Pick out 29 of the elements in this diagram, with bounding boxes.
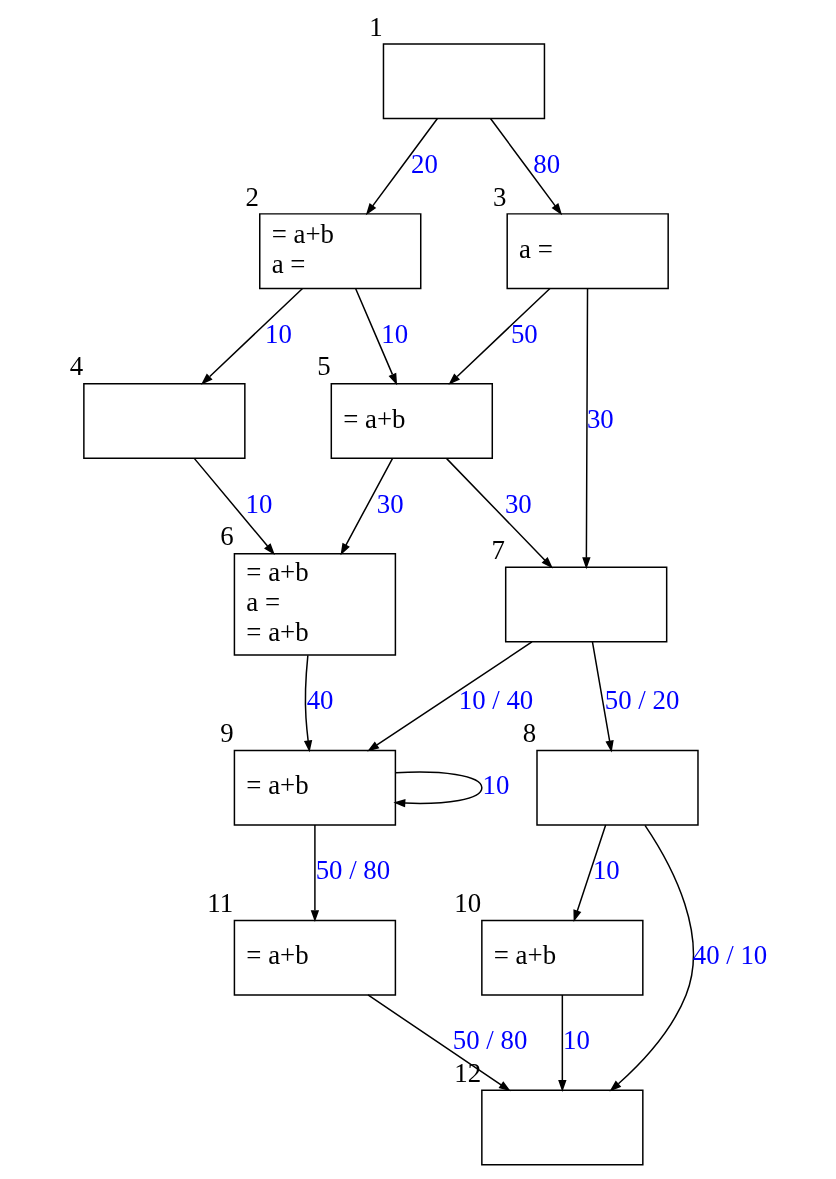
node-label: 8	[522, 718, 536, 749]
edge-label: 10 / 40	[458, 685, 533, 716]
edge-label: 20	[410, 148, 438, 179]
edge-label: 10	[482, 770, 509, 801]
node-label: 12	[453, 1057, 481, 1088]
edge-label: 10	[245, 488, 272, 519]
edge-label: 50 / 80	[452, 1025, 527, 1056]
node-label: 3	[492, 181, 506, 212]
node-label: 7	[491, 534, 505, 565]
node-label: 2	[245, 181, 259, 212]
edge-label: 50 / 80	[315, 855, 390, 886]
node-label: 10	[453, 888, 481, 919]
node-label: 5	[316, 351, 331, 382]
node-label: 6	[219, 521, 234, 552]
edge-label: 80	[532, 148, 560, 179]
edge-label: 10	[562, 1025, 590, 1056]
edge-label: 10	[380, 318, 408, 349]
edge-label: 50	[510, 318, 538, 349]
edge-label: 30	[504, 488, 532, 519]
edge-label: 10	[592, 855, 620, 886]
edge-label: 50 / 20	[604, 685, 679, 716]
edge-label: 10	[264, 318, 292, 349]
node-label: 4	[69, 351, 83, 382]
node-label: 9	[219, 718, 234, 749]
node-label: 11	[206, 888, 233, 919]
node-label: 1	[368, 11, 383, 42]
edge-label: 30	[376, 488, 404, 519]
edge-label: 30	[586, 403, 614, 434]
edge-label: 40	[306, 685, 334, 716]
